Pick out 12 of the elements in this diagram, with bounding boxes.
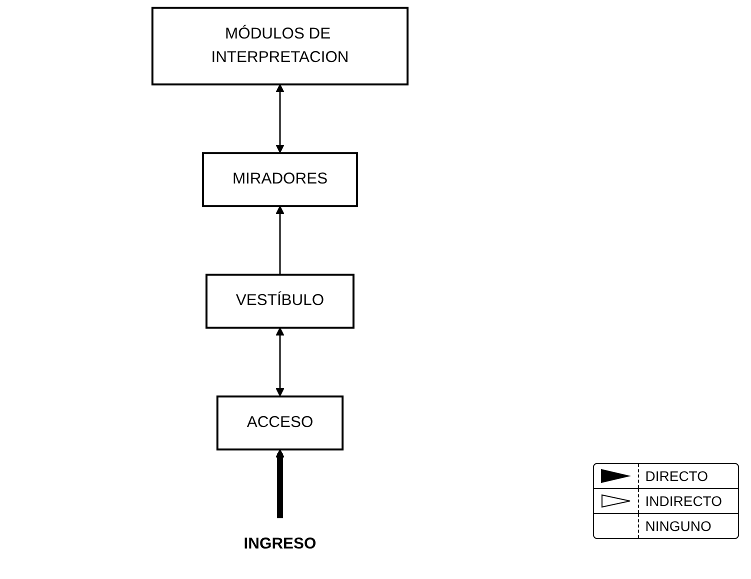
legend-label: DIRECTO <box>644 468 709 484</box>
legend-label: NINGUNO <box>644 518 712 534</box>
arrow <box>276 449 284 518</box>
arrow <box>276 84 284 154</box>
node-box: VESTÍBULO <box>206 274 354 329</box>
arrow <box>276 327 284 396</box>
node-box: MÓDULOS DE INTERPRETACION <box>151 6 409 86</box>
node-box: MIRADORES <box>202 152 358 208</box>
node-text: INGRESO <box>244 536 316 553</box>
arrow <box>276 206 284 275</box>
legend-label: INDIRECTO <box>644 493 723 509</box>
node-box: ACCESO <box>216 395 344 450</box>
